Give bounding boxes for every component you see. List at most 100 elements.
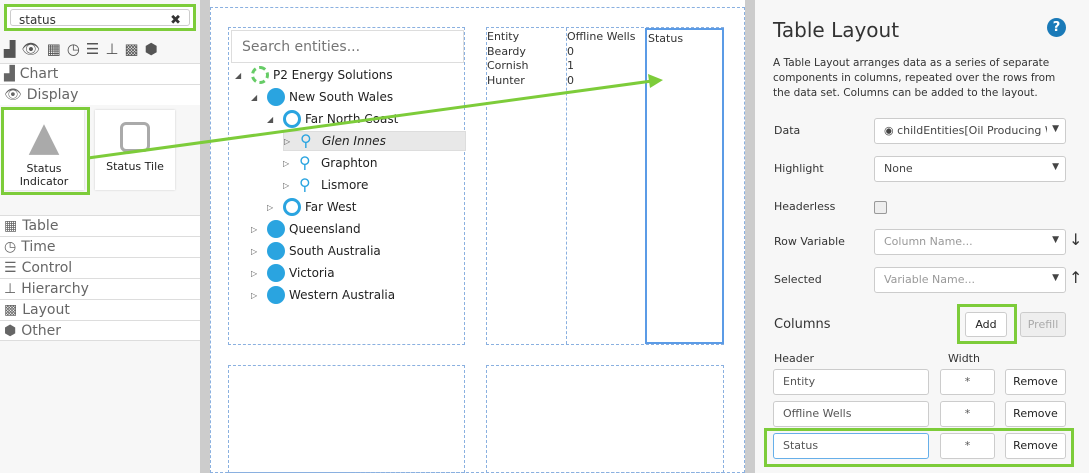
highlight-select[interactable]: None▼ (874, 156, 1066, 182)
columns-label: Columns (774, 317, 831, 332)
tree-node[interactable]: ▷⚲Lismore (283, 175, 369, 194)
design-canvas (210, 7, 745, 473)
prefill-button[interactable]: Prefill (1020, 312, 1066, 337)
chevron-down-icon: ▼ (1052, 235, 1059, 245)
headerless-label: Headerless (774, 200, 836, 213)
column-width-input[interactable]: * (940, 401, 995, 427)
column-header-input[interactable]: Entity (773, 369, 929, 395)
help-icon[interactable]: ? (1047, 18, 1066, 37)
category-icon-bar: ▟ 👁 ▦ ◷ ☰ ⊥ ▩ ⬢ (4, 40, 158, 58)
width-column-label: Width (948, 352, 980, 365)
category-time[interactable]: ◷Time (0, 236, 200, 257)
hierarchy-icon[interactable]: ⊥ (105, 40, 119, 58)
header-column-label: Header (774, 352, 815, 365)
selected-label: Selected (774, 273, 822, 286)
region-icon (283, 198, 301, 216)
tree-node[interactable]: ▷⚲Graphton (283, 153, 378, 172)
row-variable-select[interactable]: Column Name...▼ (874, 229, 1066, 255)
chart-icon: ▟ (4, 66, 15, 82)
sliders-icon[interactable]: ☰ (85, 40, 100, 58)
tree-node[interactable]: ◢Far North Coast (267, 110, 399, 128)
cube-icon[interactable]: ⬢ (144, 40, 158, 58)
map-pin-icon: ⚲ (300, 131, 312, 150)
tree-node-selected[interactable]: ▷⚲Glen Innes (283, 131, 466, 151)
chevron-down-icon: ▼ (1052, 162, 1059, 172)
clock-icon: ◷ (4, 239, 17, 255)
chart-icon[interactable]: ▟ (4, 40, 16, 58)
table-column-status[interactable]: Status (645, 28, 724, 344)
splitter[interactable] (745, 0, 755, 473)
globe-icon (267, 264, 285, 282)
category-hierarchy[interactable]: ⊥Hierarchy (0, 278, 200, 299)
column-width-input[interactable]: * (940, 433, 995, 459)
chevron-down-icon: ▼ (1052, 124, 1059, 134)
splitter[interactable] (200, 0, 210, 473)
add-button[interactable]: Add (965, 312, 1007, 337)
panel-description: A Table Layout arranges data as a series… (773, 57, 1056, 99)
category-layout[interactable]: ▩Layout (0, 299, 200, 320)
map-pin-icon: ⚲ (299, 175, 311, 194)
component-sidebar: status ✖ ▟ 👁 ▦ ◷ ☰ ⊥ ▩ ⬢ ▟Chart 👁Display ▲ Statu… (0, 0, 200, 473)
category-table[interactable]: ▦Table (0, 215, 200, 236)
region-icon (283, 110, 301, 128)
warning-icon: ▲ (28, 114, 60, 160)
category-other[interactable]: ⬢Other (0, 320, 200, 341)
tree-node[interactable]: ◢New South Wales (251, 88, 394, 106)
column-header-input[interactable]: Status (773, 433, 929, 459)
category-display[interactable]: 👁Display (0, 84, 200, 105)
data-source-icon: ◉ (884, 124, 894, 137)
row-variable-label: Row Variable (774, 235, 845, 248)
eye-icon: 👁 (4, 87, 22, 103)
selected-select[interactable]: Variable Name...▼ (874, 267, 1066, 293)
highlight-label: Highlight (774, 162, 824, 175)
category-chart[interactable]: ▟Chart (0, 63, 200, 84)
arrow-down-icon[interactable]: ↓ (1069, 230, 1083, 249)
remove-button[interactable]: Remove (1005, 433, 1066, 459)
globe-icon (267, 220, 285, 238)
arrow-up-icon[interactable]: ↑ (1069, 268, 1083, 287)
headerless-checkbox[interactable] (874, 201, 887, 214)
category-control[interactable]: ☰Control (0, 257, 200, 278)
tree-node[interactable]: ▷Far West (267, 198, 357, 216)
column-header-input[interactable]: Offline Wells (773, 401, 929, 427)
company-icon (251, 66, 269, 84)
tree-node[interactable]: ▷South Australia (251, 242, 381, 260)
data-label: Data (774, 124, 801, 137)
highlight-box (764, 428, 1074, 467)
tile-status-indicator[interactable]: ▲ Status Indicator (4, 110, 84, 190)
properties-panel: Table Layout ? A Table Layout arranges d… (755, 0, 1089, 473)
highlight-box (1, 107, 90, 195)
remove-button[interactable]: Remove (1005, 401, 1066, 427)
close-icon[interactable]: ✖ (170, 13, 181, 28)
component-search[interactable]: status ✖ (4, 4, 196, 31)
remove-button[interactable]: Remove (1005, 369, 1066, 395)
panel-title: Table Layout (773, 18, 900, 42)
table-icon: ▦ (4, 218, 18, 234)
hierarchy-icon: ⊥ (4, 281, 17, 297)
tree-node[interactable]: ▷Queensland (251, 220, 361, 238)
tile-status-tile[interactable]: Status Tile (95, 110, 175, 190)
layout-icon[interactable]: ▩ (124, 40, 139, 58)
eye-icon[interactable]: 👁 (21, 40, 41, 58)
table-column-entity: Entity Beardy Cornish Hunter (487, 30, 529, 87)
search-input[interactable]: status (19, 13, 56, 27)
entity-tree-component[interactable]: ◢P2 Energy Solutions ◢New South Wales ◢F… (228, 27, 466, 345)
sliders-icon: ☰ (4, 260, 17, 276)
cube-icon: ⬢ (4, 322, 17, 339)
globe-icon (267, 242, 285, 260)
column-width-input[interactable]: * (940, 369, 995, 395)
clock-icon[interactable]: ◷ (66, 40, 80, 58)
data-select[interactable]: ◉ childEntities[Oil Producing Well]▼ (874, 118, 1066, 144)
highlight-box (957, 304, 1017, 344)
entity-search-input[interactable] (231, 30, 464, 63)
tree-node[interactable]: ◢P2 Energy Solutions (235, 66, 393, 84)
tree-node[interactable]: ▷Western Australia (251, 286, 396, 304)
tree-node[interactable]: ▷Victoria (251, 264, 335, 282)
globe-icon (267, 286, 285, 304)
layout-icon: ▩ (4, 302, 18, 318)
table-layout-component[interactable]: Entity Beardy Cornish Hunter Offline Wel… (486, 27, 724, 345)
map-pin-icon: ⚲ (299, 153, 311, 172)
table-column-offline-wells: Offline Wells 0 1 0 (566, 28, 645, 344)
table-icon[interactable]: ▦ (46, 40, 61, 58)
